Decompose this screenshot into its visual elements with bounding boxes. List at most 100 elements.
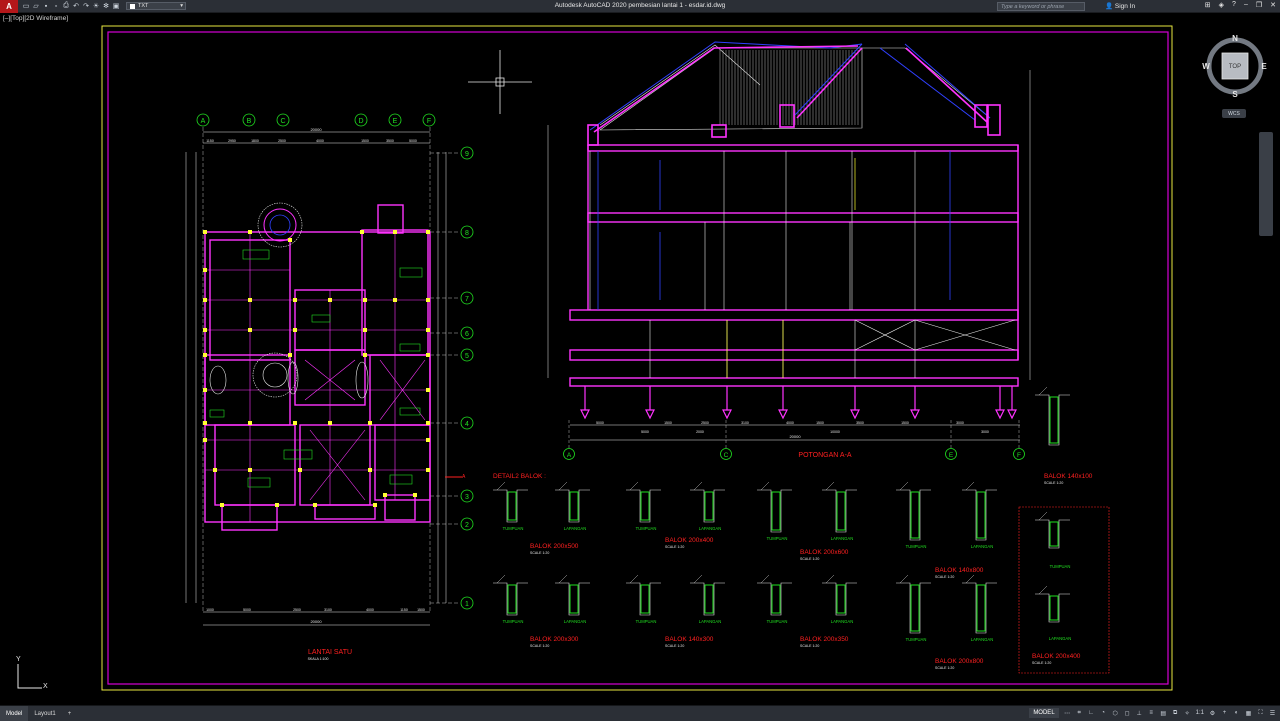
dim-text: 3100 [741, 421, 749, 425]
beam-outline [962, 582, 997, 634]
viewcube-face[interactable]: TOP [1229, 64, 1241, 70]
save-icon[interactable]: ▪ [44, 2, 48, 10]
redo-icon[interactable]: ↷ [83, 3, 89, 10]
beam-rebar [1049, 396, 1059, 444]
beam-outline [757, 489, 792, 533]
plot-icon[interactable]: ⎙ [63, 2, 69, 9]
wcs-menu[interactable]: WCS [1222, 109, 1246, 118]
clean-screen-icon[interactable]: ⛶ [1258, 709, 1263, 716]
model-space-toggle[interactable]: MODEL [1029, 708, 1059, 718]
column [275, 503, 279, 507]
minimize-icon[interactable]: – [1243, 1, 1248, 8]
restore-icon[interactable]: ❐ [1255, 2, 1263, 9]
column [288, 238, 292, 242]
grid-label: A [567, 452, 572, 459]
column [203, 421, 207, 425]
tumpuan-label: TUMPUAN [767, 619, 788, 624]
column [328, 421, 332, 425]
column [426, 438, 430, 442]
lightbulb-icon[interactable]: ☀ [92, 3, 100, 10]
column [368, 421, 372, 425]
otrack-icon[interactable]: ⊥ [1136, 710, 1142, 717]
column [203, 298, 207, 302]
viewcube[interactable]: TOP N S W E [1200, 30, 1270, 105]
grid-icon[interactable]: ⋯ [1064, 710, 1071, 717]
freeze-icon[interactable]: ✻ [103, 3, 109, 10]
column [298, 468, 302, 472]
cart-icon[interactable]: ⊞ [1204, 2, 1211, 9]
chevron-down-icon: ▾ [180, 3, 183, 9]
plus-icon[interactable]: + [1222, 710, 1227, 716]
column [413, 493, 417, 497]
search-input[interactable]: Type a keyword or phrase [997, 2, 1085, 11]
column [363, 328, 367, 332]
transparency-icon[interactable]: ▤ [1160, 710, 1166, 717]
tab-layout1[interactable]: Layout1 [34, 710, 56, 717]
application-menu-button[interactable]: A [0, 0, 18, 13]
undo-icon[interactable]: ↶ [73, 3, 79, 10]
gear-icon[interactable]: ⚙ [1209, 710, 1216, 717]
osnap-icon[interactable]: ◻ [1124, 710, 1130, 717]
customize-icon[interactable]: ☰ [1269, 710, 1276, 717]
leader-line [1038, 386, 1048, 396]
add-layout-button[interactable]: + [67, 710, 72, 717]
dim-text: 5000 [409, 139, 417, 143]
leader-line [629, 574, 639, 584]
tumpuan-label: TUMPUAN [636, 526, 657, 531]
selection-cycling-icon[interactable]: ⧉ [1173, 709, 1178, 716]
annotation-scale-icon[interactable]: ✧ [1184, 710, 1190, 717]
scale-dropdown[interactable]: 1:1 [1195, 710, 1204, 716]
grid-bubble [720, 448, 732, 460]
exchange-icon[interactable]: ◈ [1218, 2, 1225, 9]
compass-east[interactable]: E [1261, 62, 1267, 71]
navigation-bar[interactable] [1259, 132, 1273, 236]
layer-dropdown[interactable]: TXT▾ [126, 2, 186, 10]
beam-rebar [704, 584, 714, 614]
footing [850, 386, 860, 420]
snap-icon[interactable]: ⌗ [1077, 709, 1081, 716]
lock-icon[interactable]: ▣ [112, 3, 120, 10]
dim-text: 10000 [830, 430, 840, 434]
grid-bubble [422, 113, 436, 127]
lineweight-icon[interactable]: ≡ [1149, 710, 1153, 716]
isodraft-icon[interactable]: ⬡ [1112, 710, 1118, 717]
column [328, 298, 332, 302]
beam-outline [626, 582, 661, 616]
close-icon[interactable]: ✕ [1270, 2, 1276, 9]
column [373, 503, 377, 507]
leader-line [825, 574, 835, 584]
beam-rebar [507, 584, 517, 614]
beam-rebar [640, 491, 650, 521]
compass-north[interactable]: N [1232, 34, 1238, 43]
footing [910, 386, 920, 420]
tab-model[interactable]: Model [0, 706, 29, 721]
open-file-icon[interactable]: ▱ [33, 3, 39, 10]
hardware-acceleration-icon[interactable]: ▦ [1245, 710, 1252, 717]
grid-label: 4 [465, 421, 469, 428]
viewport-controls[interactable]: [–][Top][2D Wireframe] [3, 15, 69, 22]
dim-text: 1000 [206, 608, 214, 612]
beam-outline [555, 582, 590, 616]
dim-text: 3100 [324, 608, 332, 612]
beam-rebar [771, 491, 781, 531]
grid-bubble [388, 113, 402, 127]
save-as-icon[interactable]: ▫ [54, 2, 58, 10]
beam-rebar [507, 491, 517, 521]
dim-text: 2500 [278, 139, 286, 143]
new-file-icon[interactable]: ▭ [22, 3, 30, 10]
sign-in-button[interactable]: 👤 Sign In [1105, 2, 1135, 10]
lapangan-label: LAPANGAN [564, 619, 587, 624]
beam-rebar [569, 491, 579, 521]
column [248, 298, 252, 302]
lapangan-label: LAPANGAN [699, 526, 722, 531]
beam-title: BALOK 200x600 [800, 549, 849, 556]
isolate-icon[interactable]: ◐ [1234, 710, 1239, 716]
polar-icon[interactable]: ◔ [1101, 710, 1105, 716]
ortho-icon[interactable]: ∟ [1088, 710, 1095, 716]
compass-west[interactable]: W [1202, 62, 1210, 71]
plan-dim-total-top: 20000 [310, 127, 322, 132]
compass-south[interactable]: S [1232, 90, 1238, 99]
beam-outline [690, 489, 725, 523]
help-icon[interactable]: ? [1232, 1, 1236, 8]
